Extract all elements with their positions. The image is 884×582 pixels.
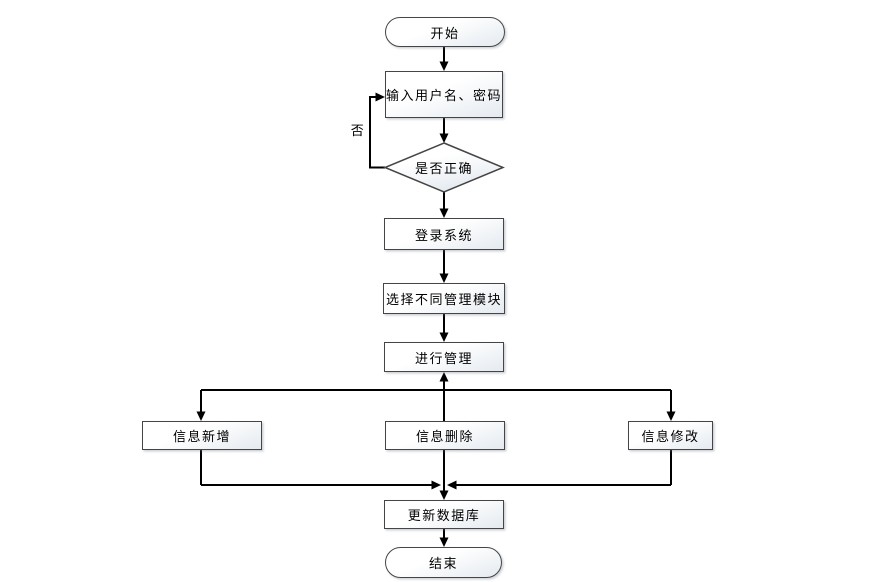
arrowhead-down-icon [439, 273, 449, 283]
edge-decision-to-login [439, 192, 449, 218]
node-manage: 进行管理 [384, 342, 504, 372]
edge-decision-no-loop [369, 92, 385, 169]
arrowhead-down-icon [666, 411, 676, 421]
node-start: 开始 [385, 17, 505, 47]
arrowhead-right-icon [375, 92, 385, 102]
arrowhead-left-icon [447, 480, 457, 490]
arrowhead-down-icon [439, 537, 449, 547]
arrowhead-down-icon [439, 208, 449, 218]
decision-diamond-shape [383, 142, 505, 193]
arrowhead-down-icon [439, 332, 449, 342]
edge-start-to-input [439, 47, 449, 71]
edge-input-to-decision [439, 118, 449, 143]
node-end: 结束 [385, 547, 502, 578]
arrowhead-down-icon [196, 411, 206, 421]
edge-login-to-select [439, 250, 449, 283]
edge-collector-bar [200, 450, 672, 500]
node-info-modify: 信息修改 [628, 421, 713, 450]
node-input-credentials: 输入用户名、密码 [385, 71, 503, 118]
edge-update-to-end [439, 529, 449, 547]
arrowhead-down-icon [439, 133, 449, 143]
arrowhead-down-icon [439, 490, 449, 500]
node-update-db: 更新数据库 [384, 500, 504, 529]
node-check-correct-label: 是否正确 [414, 161, 473, 176]
arrowhead-right-icon [431, 480, 441, 490]
edge-label-no: 否 [350, 122, 366, 138]
arrowhead-up-icon [439, 372, 449, 382]
arrowhead-down-icon [439, 61, 449, 71]
edge-select-to-manage [439, 314, 449, 342]
node-select-module: 选择不同管理模块 [383, 283, 505, 314]
edge-branch-bar [196, 372, 676, 421]
node-info-add: 信息新增 [142, 421, 262, 450]
node-login-system: 登录系统 [384, 218, 504, 250]
node-info-delete: 信息删除 [385, 421, 505, 450]
